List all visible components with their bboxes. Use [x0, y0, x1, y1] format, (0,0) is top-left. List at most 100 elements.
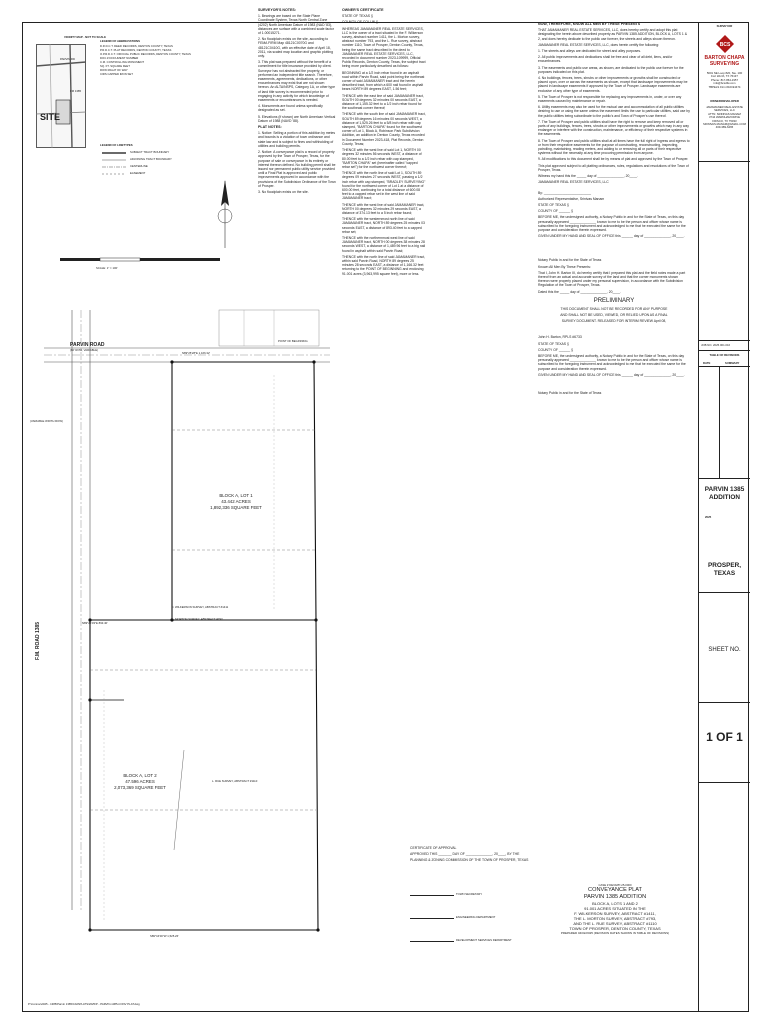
- scale-label: SCALE: 1" = 100': [96, 266, 118, 270]
- plat-survey: THE L. MORTON SURVEY, ABSTRACT #793,: [573, 916, 657, 922]
- revisions-date: DATE: [703, 361, 711, 365]
- case-number: CASE # DEVAPP-25-0000: [598, 883, 632, 887]
- divider: [699, 340, 750, 341]
- preliminary-line: AND SHALL NOT BE USED, VIEWED, OR RELIED…: [560, 312, 668, 317]
- owner-label: OWNER/DEVELOPER: [710, 99, 739, 103]
- preliminary-line: SURVEY DOCUMENT. RELEASED FOR INTERIM RE…: [561, 319, 667, 324]
- notary-state: STATE OF TEXAS §: [538, 341, 569, 346]
- project-location: PROSPER, TEXAS: [707, 562, 742, 577]
- firm-sub: SURVEYING: [709, 61, 740, 67]
- preliminary-label: PRELIMINARY: [593, 297, 635, 304]
- witness-line: Witness my hand this the _____ day of __…: [538, 174, 638, 179]
- divider: [699, 702, 750, 703]
- divider: [699, 350, 750, 351]
- owners-cert-title: OWNER'S CERTIFICATE: [342, 8, 384, 12]
- notary-text: BEFORE ME, the undersigned authority, a …: [538, 215, 686, 232]
- surveyor-cert-text: That I, John H. Barton III, do hereby ce…: [538, 270, 686, 288]
- linetype-label: SUBJECT TRACT BOUNDARY: [130, 150, 170, 154]
- plat-town: TOWN OF PROSPER, DENTON COUNTY, TEXAS: [569, 926, 661, 932]
- owners-state: STATE OF TEXAS §: [342, 14, 373, 19]
- owners-paragraph: THENCE with the north line of said Lot 1…: [342, 171, 426, 201]
- owners-paragraph: THENCE with the west line of said Lot 1,…: [342, 148, 422, 169]
- legend-item: DOC.# DOCUMENT NUMBER: [100, 56, 139, 60]
- road-sub-parvin: (60' ROW, VARIABLE): [70, 348, 98, 352]
- road-label-fm1385: F.M. ROAD 1385: [35, 621, 41, 660]
- road-label-parvin: PARVIN ROAD: [70, 342, 105, 348]
- legend-item: C.M. CONTROLLING MONUMENT: [100, 60, 145, 64]
- project-name: PARVIN 1385 ADDITION: [704, 486, 745, 501]
- preliminary-line: THIS DOCUMENT SHALL NOT BE RECORDED FOR …: [560, 306, 668, 311]
- survey-drawing: [44, 309, 330, 932]
- dated-line: Dated this the _____ day of ____________…: [538, 289, 621, 294]
- vicinity-map-graphic: [36, 44, 86, 148]
- dedication-paragraph: This plat approved subject to all platti…: [538, 163, 689, 172]
- legend-item: CIRS CAPPED IRON SET: [100, 72, 133, 76]
- given-line: GIVEN UNDER MY HAND AND SEAL OF OFFICE t…: [538, 372, 685, 377]
- firm-logo-icon: BCS: [716, 35, 734, 53]
- surveyor-note: 2. No floodplain exists on the site, acc…: [258, 37, 333, 59]
- lot2-title: BLOCK A, LOT 2: [123, 773, 157, 778]
- surveyor-name: John H. Barton, RPLS #6733: [538, 335, 582, 340]
- plat-survey: F. WILKERSON SURVEY, ABSTRACT #1411,: [574, 911, 656, 917]
- surveyor-notes: SURVEYOR'S NOTES: 1. Bearings are based …: [258, 8, 336, 196]
- survey-line-label: L. MORTON SURVEY, ABSTRACT #793: [172, 617, 223, 621]
- linetype-swatches: [102, 152, 126, 175]
- dedication-paragraph: 9. All modifications to this document sh…: [538, 157, 689, 162]
- lot2-acres: 47.596 ACRES: [125, 779, 155, 784]
- notary-signature: Notary Public in and for the State of Te…: [538, 258, 602, 263]
- project-year: 2025: [705, 515, 712, 519]
- dedication-paragraph: JAMAMANER REAL ESTATE SERVICES, LLC, doe…: [538, 42, 660, 47]
- plat-note: 1. Notice: Selling a portion of this add…: [258, 131, 336, 148]
- by-line: By: _________________________: [538, 190, 591, 195]
- dedication-paragraph: 5. The Town of Prosper is not responsibl…: [538, 94, 682, 104]
- dedication-paragraph: 7. The Town of Prosper and public utilit…: [538, 119, 689, 137]
- legend-item: D.R.D.C.T. DEED RECORDS, DENTON COUNTY, …: [100, 44, 173, 48]
- legend-item: O.P.R.D.C.T. OFFICIAL PUBLIC RECORDS, DE…: [100, 52, 191, 56]
- revisions-title: TABLE OF REVISIONS: [709, 353, 740, 357]
- plat-lots: BLOCK A, LOTS 1 AND 2: [592, 901, 638, 907]
- surveyor-note: 4. Monuments are found unless specifical…: [258, 104, 323, 113]
- notary-signature: Notary Public in and for the State of Te…: [538, 390, 602, 395]
- owners-paragraph: THENCE with the westernmost north line o…: [342, 217, 425, 234]
- lot1-sf: 1,892,336 SQUARE FEET: [210, 505, 262, 510]
- signature-line: [410, 918, 454, 919]
- plat-title-block: CASE # DEVAPP-25-0000 CONVEYANCE PLAT PA…: [560, 883, 670, 935]
- dedication-paragraph: 1. The streets and alleys are dedicated …: [538, 49, 642, 54]
- legend-item: SQ. FT. SQUARE FEET: [100, 64, 130, 68]
- owners-paragraph: WHEREAS JAMAMANER REAL ESTATE SERVICES, …: [342, 26, 426, 69]
- revisions-summary: SUMMARY: [725, 361, 740, 365]
- sheet-number: 1 OF 1: [706, 730, 743, 744]
- road-sub-fm1385: (VARIABLE WIDTH ROW): [30, 419, 63, 423]
- plat-note: 3. No floodplain exists on the site.: [258, 189, 309, 194]
- pob-label: POINT OF BEGINNING: [278, 339, 308, 343]
- surveyor-cell: SURVEYOR BCS BARTON CHAPA SURVEYING 5601…: [699, 22, 750, 162]
- signature-line: [410, 895, 454, 896]
- legend-title: LEGEND OF ABBREVIATIONS: [100, 39, 140, 43]
- linetype-title: LEGEND OF LINETYPES: [100, 143, 133, 147]
- legend: LEGEND OF ABBREVIATIONS D.R.D.C.T. DEED …: [100, 39, 250, 175]
- approval-sig: ENGINEERING DEPARTMENT: [456, 915, 496, 919]
- title-block: SURVEYOR BCS BARTON CHAPA SURVEYING 5601…: [698, 22, 750, 1012]
- notary-state: STATE OF TEXAS §: [538, 202, 569, 207]
- site-label: SITE: [40, 112, 61, 122]
- notary-county: COUNTY OF ______ §: [538, 347, 573, 352]
- plat-notes-title: PLAT NOTES:: [258, 125, 282, 130]
- bearing-north: N89°25'28"E 1,166.32': [182, 351, 211, 355]
- owners-paragraph: THENCE with the north line of said JAMAM…: [342, 254, 426, 276]
- linetype-label: CENTERLINE: [130, 164, 148, 168]
- dedication-title: NOW, THEREFORE, KNOW ALL MEN BY THESE PR…: [538, 22, 641, 26]
- divider: [719, 366, 720, 478]
- owner-text: JAMAMANER REAL ESTATE SERVICES, LLC ATTN…: [703, 105, 746, 130]
- owners-county: COUNTY OF COLLIN §: [342, 20, 378, 25]
- plat-survey: AND THE L. RUE SURVEY, ABSTRACT #1110: [573, 921, 657, 927]
- approval-line: APPROVED THIS _______ DAY OF ___________…: [410, 852, 520, 857]
- dedication-paragraph: 6. Utility easements may also be used fo…: [538, 105, 690, 118]
- certificate-of-approval: CERTIFICATE OF APPROVAL APPROVED THIS __…: [410, 846, 530, 865]
- owners-paragraph: THENCE with the west line of said JAMAMA…: [342, 202, 425, 215]
- surveyor-note: 1. Bearings are based on the State Plane…: [258, 14, 334, 36]
- dedication-paragraph: 8. The Town of Prosper and public utilit…: [538, 138, 690, 156]
- approval-title: CERTIFICATE OF APPROVAL: [410, 846, 457, 850]
- owners-paragraph: THENCE with the east line of said JAMAMA…: [342, 93, 424, 111]
- bearing-south: S89°16'00"W 1,525.26': [150, 934, 179, 938]
- plat-note: 2. Notice: A conveyance plat is a record…: [258, 150, 336, 188]
